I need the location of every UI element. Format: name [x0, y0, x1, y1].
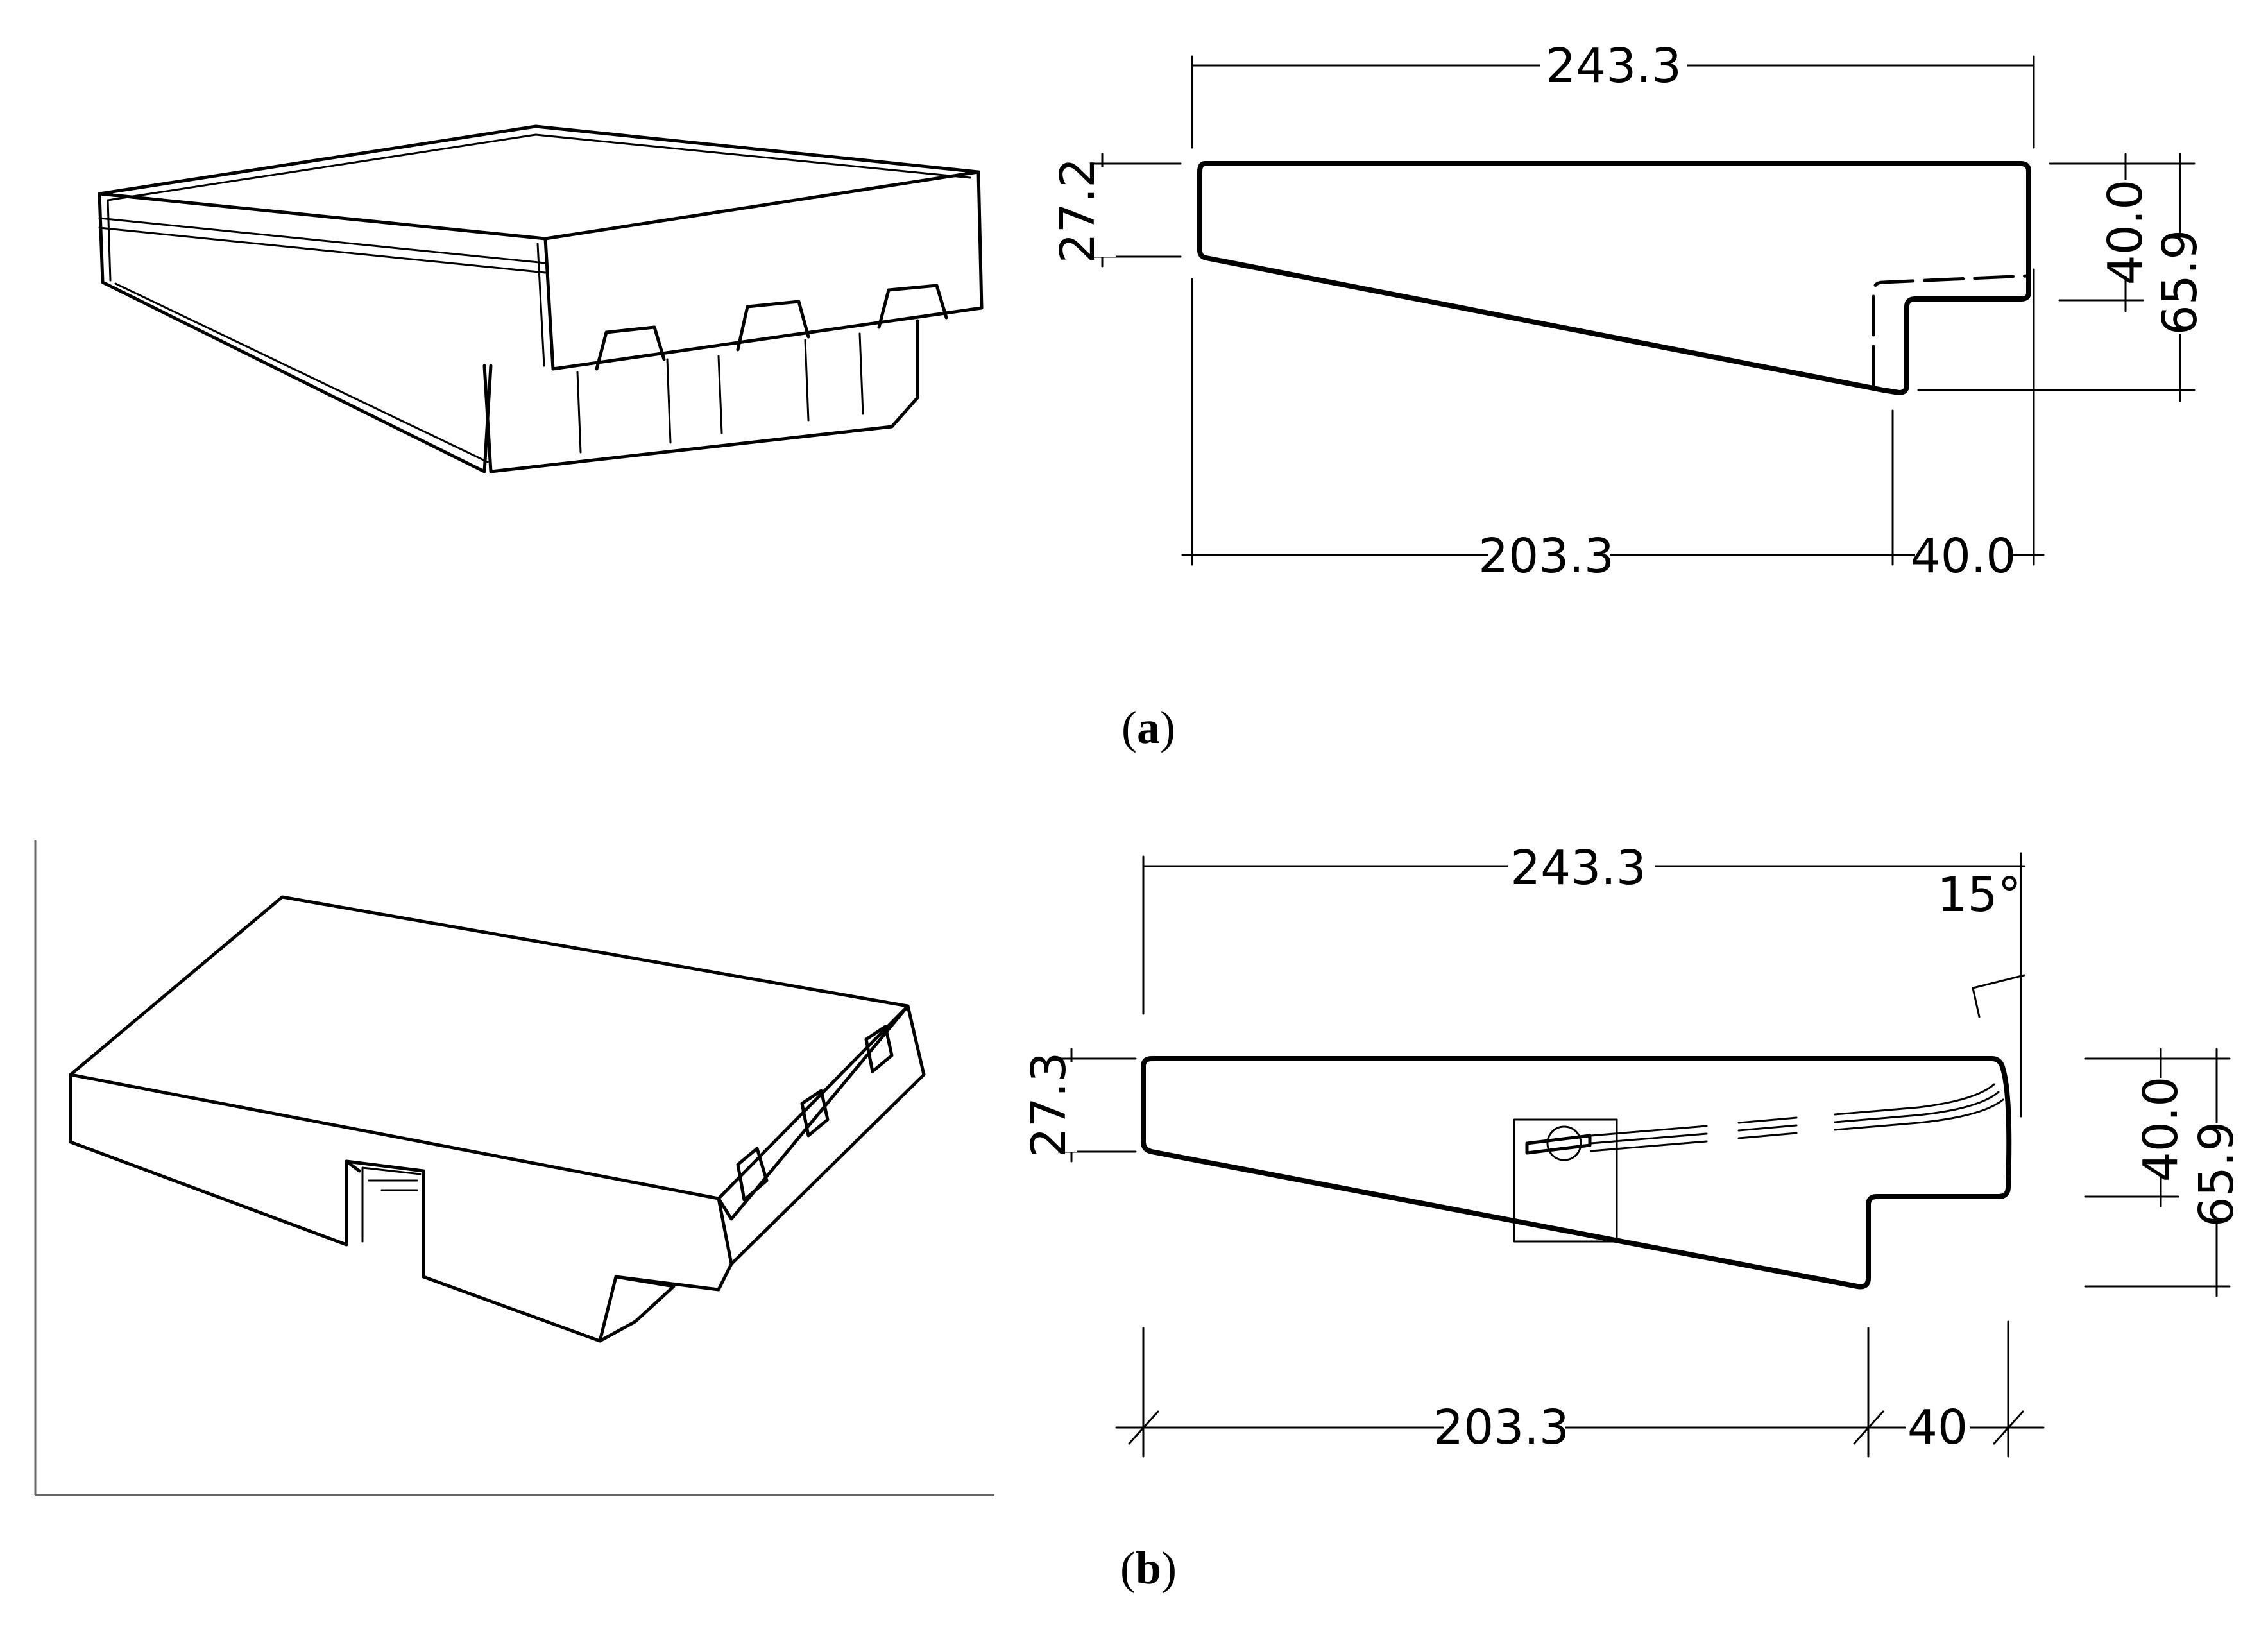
panel-b-dim-right-total: 65.9 [2189, 1122, 2244, 1227]
panel-a-isometric-view [98, 124, 984, 473]
panel-b-section-view: 243.3 15° 27.3 40.0 65.9 203.3 40 [1021, 840, 2244, 1458]
panel-b-dim-angle: 15° [1937, 867, 2021, 923]
panel-b-dim-bottom-left: 203.3 [1433, 1400, 1569, 1455]
panel-a-dim-right-total: 65.9 [2153, 230, 2208, 336]
panel-a-dim-bottom-left: 203.3 [1478, 529, 1614, 584]
panel-a-caption: (a) [1121, 702, 1175, 753]
panel-b-dim-right-inner: 40.0 [2133, 1077, 2188, 1182]
panel-a-dim-left: 27.2 [1050, 158, 1105, 264]
panel-b-dim-bottom-right: 40 [1907, 1400, 1968, 1455]
panel-b-profile [1141, 1056, 2012, 1290]
panel-b-dim-top: 243.3 [1510, 840, 1646, 896]
panel-b-caption: (b) [1120, 1542, 1177, 1594]
panel-a-section-view: 243.3 27.2 40.0 65.9 203.3 40.0 [1050, 38, 2208, 584]
panel-a-dim-right-inner: 40.0 [2098, 180, 2153, 286]
panel-a-dim-top: 243.3 [1546, 38, 1682, 94]
panel-b-dim-left: 27.3 [1021, 1052, 1077, 1158]
panel-a-dim-bottom-right: 40.0 [1911, 529, 2016, 584]
panel-b-isometric-view [34, 840, 994, 1496]
panel-a-profile [1197, 161, 2031, 395]
